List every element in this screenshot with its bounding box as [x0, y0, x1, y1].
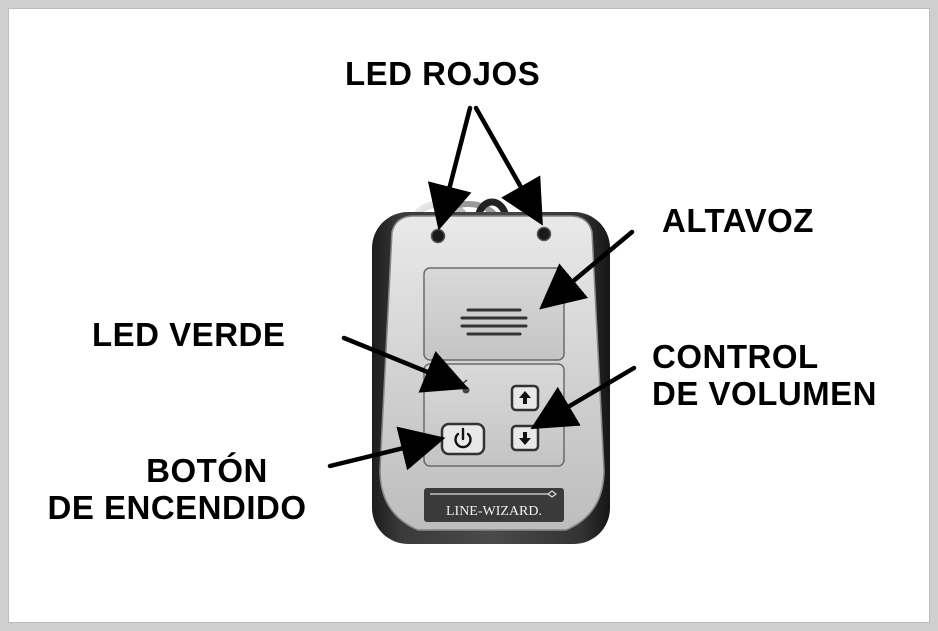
speaker-grille [460, 308, 528, 336]
red-led-left [430, 228, 446, 244]
label-boton-encendido-line2: DE ENCENDIDO [47, 489, 307, 526]
label-control-volumen-line2: DE VOLUMEN [652, 375, 878, 412]
brand-logo: LINE-WIZARD. [446, 504, 542, 519]
callout-arrows [327, 105, 637, 471]
label-led-rojos: LED ROJOS [345, 55, 541, 92]
arrow-led-rojos-right [473, 105, 543, 226]
label-altavoz: ALTAVOZ [662, 202, 814, 239]
arrow-down-icon [519, 432, 531, 445]
arrow-up-icon [519, 391, 531, 404]
label-boton-encendido: BOTÓN DE ENCENDIDO [18, 452, 336, 526]
label-boton-encendido-line1: BOTÓN [146, 452, 268, 489]
speaker-panel [423, 267, 565, 361]
power-button[interactable] [440, 422, 486, 456]
volume-down-button[interactable] [510, 424, 540, 452]
arrow-control-volumen [530, 365, 637, 430]
diamond-icon [547, 490, 557, 498]
power-icon [454, 427, 472, 449]
arrow-led-rojos-left [427, 105, 473, 231]
arrow-altavoz [539, 229, 635, 310]
volume-up-button[interactable] [510, 384, 540, 412]
red-led-right [536, 226, 552, 242]
green-led [462, 386, 470, 394]
brand-strip: LINE-WIZARD. [424, 488, 564, 522]
arrow-boton-encendido [327, 426, 446, 471]
arrow-led-verde [341, 335, 469, 393]
label-control-volumen: CONTROL DE VOLUMEN [652, 338, 877, 412]
label-control-volumen-line1: CONTROL [652, 338, 819, 375]
label-led-verde: LED VERDE [92, 316, 286, 353]
